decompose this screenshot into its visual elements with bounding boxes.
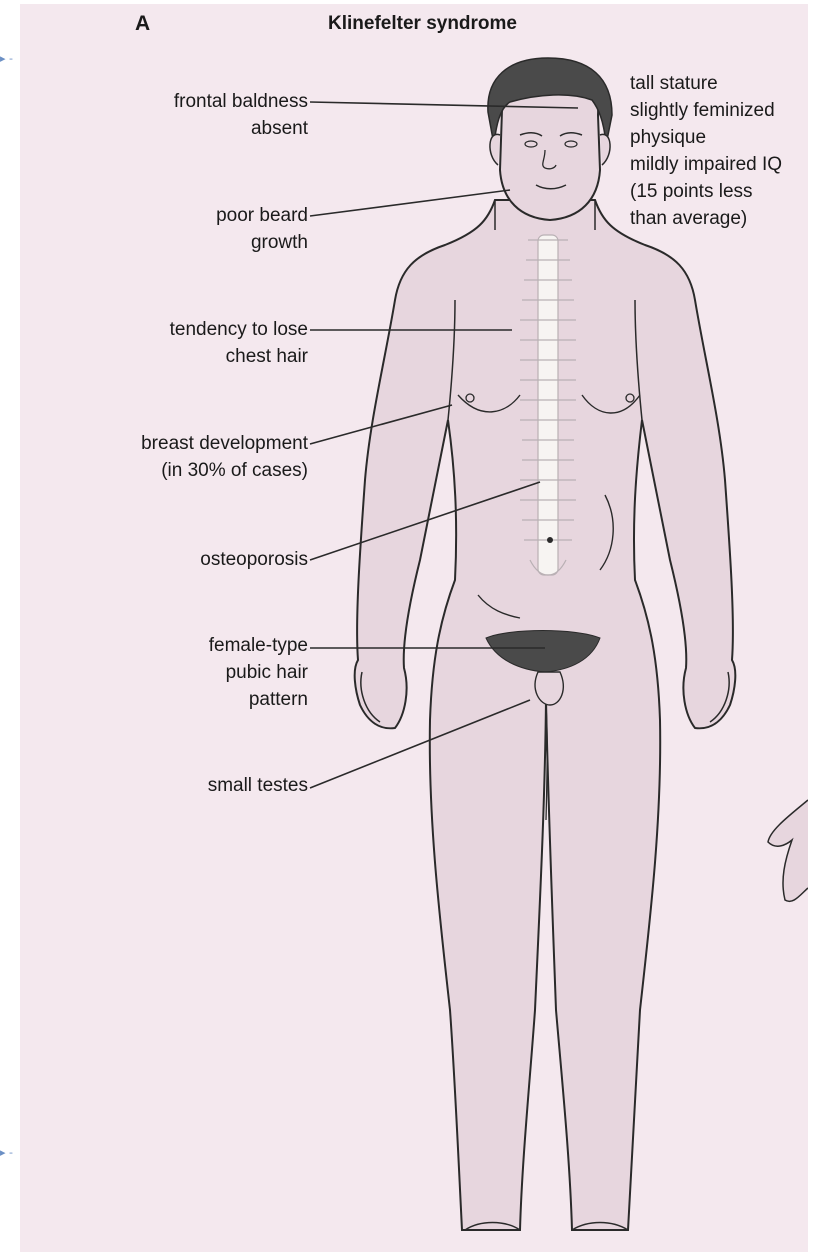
label-pubic-hair: female-type pubic hair pattern (40, 632, 308, 713)
label-poor-beard: poor beard growth (40, 202, 308, 256)
label-chest-hair: tendency to lose chest hair (40, 316, 308, 370)
partial-hand (768, 800, 808, 901)
panel-letter: A (135, 10, 150, 37)
label-small-testes: small testes (40, 772, 308, 799)
label-right-features: tall stature slightly feminized physique… (630, 70, 808, 232)
margin-marker-bottom: ▸ ‑ (0, 1146, 13, 1159)
label-breast-development: breast development (in 30% of cases) (40, 430, 308, 484)
figure-title: Klinefelter syndrome (328, 10, 517, 37)
label-osteoporosis: osteoporosis (40, 546, 308, 573)
right-page-edge (808, 4, 825, 1252)
margin-marker-top: ▸ ‑ (0, 52, 13, 65)
label-frontal-baldness: frontal baldness absent (40, 88, 308, 142)
